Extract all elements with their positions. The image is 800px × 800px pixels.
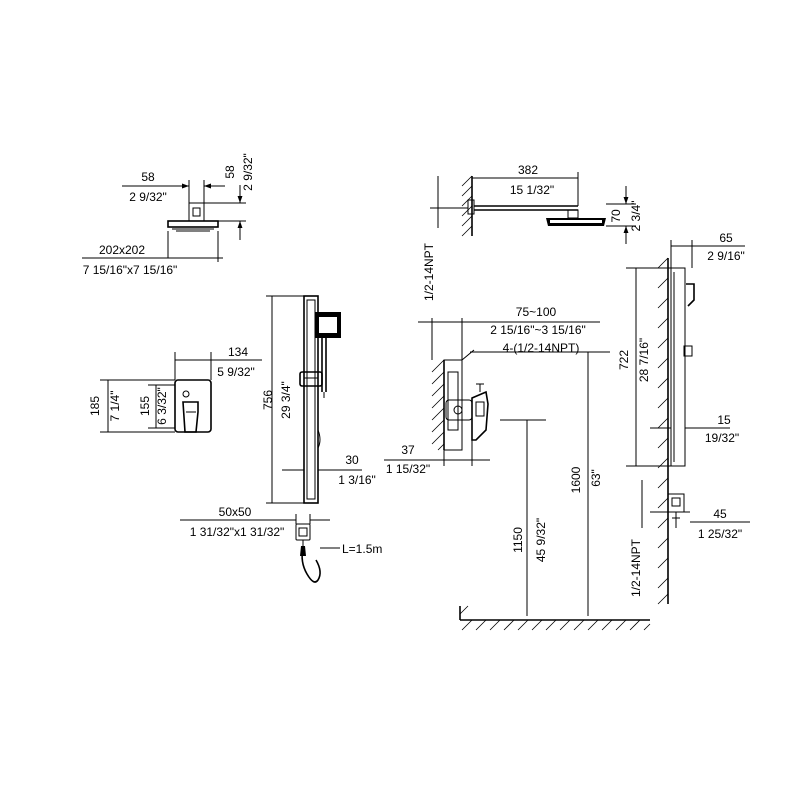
middle-wall-hatch	[431, 359, 445, 451]
plate-width-label: 134	[228, 345, 248, 359]
head-drop-inch-label: 2 3/4"	[629, 201, 643, 232]
valve-plate-view	[100, 352, 262, 433]
hose-length-label: L=1.5m	[342, 542, 382, 556]
side-bar-length-label: 722	[617, 350, 631, 370]
head-plate-outline	[167, 220, 219, 228]
plate-height-label: 185	[88, 396, 102, 416]
bar-depth-inch-label: 1 3/16"	[338, 473, 376, 487]
head-height-label: 1600	[569, 466, 583, 493]
arm-block-inner	[192, 207, 201, 217]
installation-view	[384, 172, 750, 631]
slide-bar-outline	[303, 295, 319, 504]
outlet-depth-label: 45	[713, 507, 727, 521]
bar-offset-inch-label: 2 9/16"	[707, 249, 745, 263]
slide-bar-view	[180, 295, 362, 583]
head-height-inch-label: 63"	[589, 469, 603, 487]
arm-width-label: 58	[141, 170, 155, 184]
plate-height-inch-label: 7 1/4"	[108, 391, 122, 422]
trim-depth-label: 37	[401, 443, 415, 457]
valve-plate-outline	[174, 379, 212, 433]
arm-width-inch-label: 2 9/32"	[129, 190, 167, 204]
arm-reach-inch-label: 15 1/32"	[510, 183, 554, 197]
trim-depth-inch-label: 1 15/32"	[386, 462, 430, 476]
arm-height-inch-label: 2 9/32"	[241, 153, 255, 191]
thread-bottom-label: 1/2-14NPT	[629, 538, 643, 597]
valve-height-label: 1150	[511, 527, 525, 553]
right-wall-hatch	[657, 257, 669, 605]
thread-top-label: 1/2-14NPT	[422, 242, 436, 301]
bar-length-inch-label: 29 3/4"	[279, 381, 293, 419]
upper-wall-hatch	[461, 175, 473, 237]
bar-offset-label: 65	[719, 231, 733, 245]
bar-length-label: 756	[261, 390, 275, 410]
shower-head-view	[82, 180, 246, 262]
outlet-size-inch-label: 1 31/32"x1 31/32"	[190, 525, 285, 539]
head-size-label: 202x202	[99, 243, 145, 257]
wall-depth-label: 75~100	[516, 305, 557, 319]
outlet-size-label: 50x50	[219, 505, 252, 519]
wall-depth-inch-label: 2 15/16"~3 15/16"	[490, 323, 586, 337]
plate-inner-height-label: 155	[138, 396, 152, 416]
side-bar-length-inch-label: 28 7/16"	[637, 338, 651, 382]
bar-depth-label: 30	[345, 453, 359, 467]
arm-reach-label: 382	[518, 163, 538, 177]
head-drop-label: 70	[609, 209, 623, 223]
valve-threads-label: 4-(1/2-14NPT)	[503, 341, 580, 355]
side-bar-depth-inch-label: 19/32"	[705, 431, 739, 445]
valve-height-inch-label: 45 9/32"	[534, 518, 548, 562]
arm-block-outline	[188, 202, 205, 222]
plate-inner-height-inch-label: 6 3/32"	[155, 387, 169, 425]
side-bar-depth-label: 15	[717, 413, 731, 427]
outlet-depth-inch-label: 1 25/32"	[698, 527, 742, 541]
arm-height-label: 58	[223, 165, 237, 179]
side-slide-bar	[670, 267, 686, 467]
head-size-inch-label: 7 15/16"x7 15/16"	[83, 263, 178, 277]
plate-width-inch-label: 5 9/32"	[217, 365, 255, 379]
floor-hatch	[461, 619, 651, 631]
